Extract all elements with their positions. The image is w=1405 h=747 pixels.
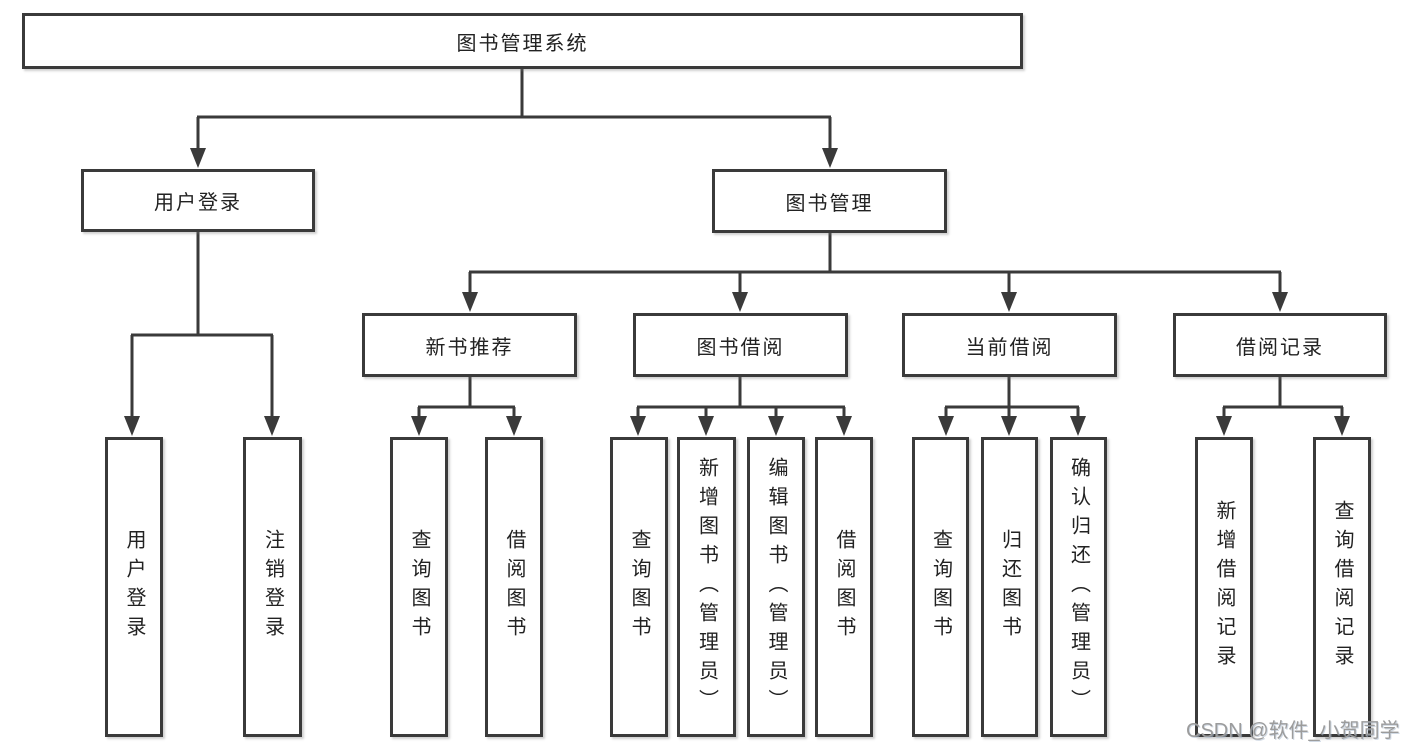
node-borrow-records: 借阅记录: [1173, 313, 1387, 377]
leaf-borrow-books-recommend: 借阅图书: [485, 437, 543, 737]
leaf-return-books: 归还图书: [981, 437, 1038, 737]
leaf-query-books-current: 查询图书: [912, 437, 969, 737]
node-label: 借阅记录: [1236, 336, 1324, 359]
leaf-confirm-return-admin: 确认归还（管理员）: [1050, 437, 1107, 737]
node-label: 当前借阅: [965, 336, 1054, 359]
node-label: 归还图书: [998, 529, 1021, 645]
node-library-management-system: 图书管理系统: [22, 13, 1023, 69]
node-label: 查询借阅记录: [1331, 500, 1353, 674]
node-label: 用户登录: [154, 192, 242, 214]
node-label: 图书管理系统: [456, 32, 589, 55]
node-current-borrow: 当前借阅: [902, 313, 1117, 377]
leaf-add-borrow-record: 新增借阅记录: [1195, 437, 1253, 737]
leaf-query-books-recommend: 查询图书: [390, 437, 448, 737]
node-label: 新增借阅记录: [1213, 500, 1235, 674]
node-label: 新增图书（管理员）: [695, 456, 718, 718]
leaf-query-borrow-record: 查询借阅记录: [1313, 437, 1371, 737]
node-book-borrow: 图书借阅: [633, 313, 848, 377]
node-label: 查询图书: [628, 529, 650, 645]
node-user-login: 用户登录: [81, 169, 315, 232]
node-label: 借阅图书: [833, 529, 855, 645]
node-label: 图书管理: [785, 192, 874, 215]
node-label: 查询图书: [408, 529, 430, 645]
node-label: 新书推荐: [425, 336, 514, 359]
leaf-user-login: 用户登录: [105, 437, 163, 737]
node-label: 借阅图书: [503, 529, 525, 645]
node-label: 确认归还（管理员）: [1067, 456, 1090, 718]
node-label: 编辑图书（管理员）: [765, 456, 787, 718]
node-label: 注销登录: [261, 529, 284, 645]
leaf-edit-books-admin: 编辑图书（管理员）: [747, 437, 805, 737]
leaf-query-books-borrow: 查询图书: [610, 437, 668, 737]
node-new-book-recommend: 新书推荐: [362, 313, 577, 377]
node-book-management: 图书管理: [712, 169, 947, 233]
leaf-logout: 注销登录: [243, 437, 302, 737]
node-label: 查询图书: [929, 529, 952, 645]
node-label: 图书借阅: [696, 336, 785, 359]
leaf-add-books-admin: 新增图书（管理员）: [677, 437, 736, 737]
leaf-borrow-books: 借阅图书: [815, 437, 873, 737]
csdn-watermark: CSDN @软件_小贺同学: [1186, 720, 1400, 742]
node-label: 用户登录: [123, 529, 145, 645]
